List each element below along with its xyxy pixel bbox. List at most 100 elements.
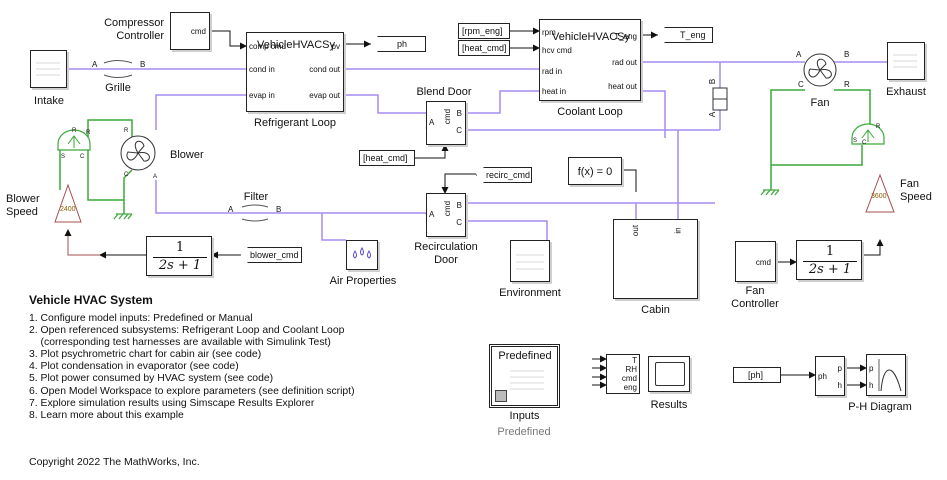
refrigerant-port-cond-out: cond out [309,65,340,74]
inputs-variant-label: Predefined [497,426,551,438]
coolant-port-rad-out: rad out [612,58,637,67]
fan-port-a: A [796,50,802,59]
fan-source-port-r: R [876,124,881,130]
scope-screen-icon [655,362,685,386]
blend-door-port-a: A [429,118,435,127]
blower-tf-bar [153,257,207,258]
recirc-goto-block[interactable]: recirc_cmd [476,167,532,183]
blower-tf-numerator: 1 [175,240,185,255]
coolant-sensor-icon[interactable] [712,87,728,111]
ph-diagram-label: P-H Diagram [848,401,912,413]
from-rpm-eng[interactable]: [rpm_eng] [458,23,510,39]
scope-input-t: T [632,356,637,365]
intake-block[interactable] [30,50,67,88]
instruction-3[interactable]: 3. Plot psychrometric chart for cabin ai… [29,349,262,361]
solver-config-block[interactable]: f(x) = 0 [568,157,622,185]
blower-speed-gain-icon[interactable] [54,183,82,223]
blower-transfer-fn[interactable]: 1 2s + 1 [146,236,212,276]
ph-diagram-port-h: h [869,381,874,390]
blower-fan-icon[interactable] [120,135,156,171]
from-blower-cmd[interactable]: blower_cmd [240,247,302,263]
cabin-port-out: out [631,224,641,237]
refrigerant-loop-block[interactable]: VehicleHVACSy comp cmd cond in evap in p… [246,32,344,112]
results-scope-block[interactable] [648,356,690,392]
instruction-7[interactable]: 7. Explore simulation results using Sims… [29,397,315,409]
compressor-controller-label: Compressor Controller [104,17,164,42]
scope-input-eng: eng [623,383,637,392]
scope-input-rh: RH [625,365,637,374]
refrigerant-port-evap-out: evap out [309,91,340,100]
model-title: Vehicle HVAC System [29,293,153,307]
fan-controller-block[interactable]: cmd [735,241,776,282]
filter-port-a: A [228,205,234,214]
coolant-loop-label: Coolant Loop [557,106,623,118]
fan-controller-label: Fan Controller [731,285,779,310]
intake-label: Intake [34,95,64,107]
refrigerant-port-pv: pv [331,42,340,51]
results-mux-block[interactable]: T RH cmd eng [606,354,640,394]
results-label: Results [650,399,688,411]
coolant-port-hcv-cmd: hcv cmd [542,46,572,55]
blend-door-block[interactable]: A B C cmd [426,101,466,145]
coolant-port-heat-out: heat out [608,82,637,91]
fan-speed-label: Fan Speed [900,178,932,203]
recirc-goto-label: recirc_cmd [486,170,531,180]
fan-source-port-c: C [862,140,867,146]
cabin-block[interactable]: out in [613,219,698,299]
blower-label: Blower [170,149,204,161]
filter-port-b: B [276,205,282,214]
air-properties-block[interactable] [346,240,378,270]
coolant-loop-block[interactable]: VehicleHVACSy rpm hcv cmd rad in heat in… [539,19,641,101]
instruction-5[interactable]: 5. Plot power consumed by HVAC system (s… [29,373,274,385]
instruction-2b: (corresponding test harnesses are availa… [29,337,331,349]
recirc-door-block[interactable]: A B C cmd [426,193,466,237]
fan-port-r: R [844,80,850,89]
instruction-8[interactable]: 8. Learn more about this example [29,409,184,421]
coolant-port-rpm: rpm [542,28,556,37]
instruction-4[interactable]: 4. Plot condensation in evaporator (see … [29,361,239,373]
compressor-controller-block[interactable]: cmd [170,12,210,50]
exhaust-block[interactable] [887,42,925,80]
droplets-icon [353,247,371,259]
blend-door-port-c: C [456,126,462,135]
ph-selector-p: p [837,364,842,373]
instruction-1[interactable]: 1. Configure model inputs: Predefined or… [29,313,253,324]
ph-from-block[interactable]: [ph] [733,367,781,383]
mechanical-connections [59,89,871,214]
recirc-port-cmd: cmd [443,200,453,217]
fan-speed-source-icon[interactable] [851,123,885,145]
ph-selector-in: ph [818,372,827,381]
instruction-6[interactable]: 6. Open Model Workspace to explore param… [29,385,355,397]
solver-label: f(x) = 0 [577,166,613,178]
fan-ground-icon [760,189,780,196]
gain-signal-connections [64,229,100,256]
refrigerant-port-comp-cmd: comp cmd [249,42,286,51]
exhaust-label: Exhaust [886,86,926,98]
ph-diagram-block[interactable]: p h [866,354,906,396]
blower-speed-source-icon[interactable] [57,129,91,151]
environment-icon [516,254,544,270]
refrigerant-loop-label: Refrigerant Loop [254,117,336,129]
from-heat-cmd[interactable]: [heat_cmd] [359,150,415,166]
fan-transfer-fn[interactable]: 1 2s + 1 [796,240,862,280]
ph-selector-block[interactable]: ph p h [815,356,845,396]
recirc-port-b: B [456,201,462,210]
variant-badge-icon [495,390,507,402]
ph-curve-icon [878,359,902,392]
ph-diagram-port-p: p [869,364,874,373]
instruction-2[interactable]: 2. Open referenced subsystems: Refrigera… [29,325,345,337]
from-heat-cmd-top[interactable]: [heat_cmd] [458,40,510,56]
inputs-block[interactable]: Predefined [489,344,560,408]
blower-tf-denominator: 2s + 1 [158,258,202,273]
fan-port-c: C [798,80,804,89]
blower-speed-label: Blower Speed [6,193,40,218]
cabin-port-in: in [673,227,683,234]
fan-icon[interactable] [803,53,837,87]
environment-block[interactable] [510,240,550,282]
fan-speed-gain-icon[interactable] [865,173,895,213]
ph-goto-block[interactable]: ph [370,36,426,52]
from-rpm-eng-label: [rpm_eng] [462,26,503,36]
blower-source-port-s: S [61,154,66,160]
blower-ground-icon [113,213,133,220]
t-eng-goto-block[interactable]: T_eng [657,27,713,43]
